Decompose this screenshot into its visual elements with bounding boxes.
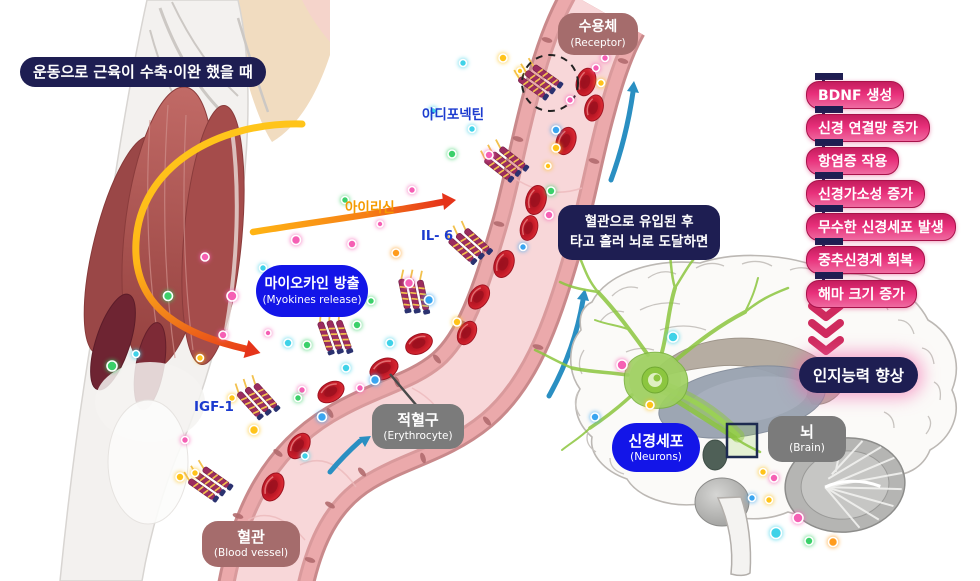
blood-flow-arrowheads	[359, 81, 639, 447]
effect-tick	[815, 106, 843, 113]
effect-tick	[815, 272, 843, 279]
erythrocyte-label-en: (Erythrocyte)	[383, 429, 453, 442]
receptor-label-en: (Receptor)	[570, 36, 626, 49]
blood-vessel-label-en: (Blood vessel)	[213, 547, 289, 560]
myokines-release-label: 마이오카인 방출 (Myokines release)	[256, 265, 368, 317]
neurons-label-ko: 신경세포	[628, 431, 684, 450]
erythrocyte-label: 적혈구 (Erythrocyte)	[372, 404, 464, 449]
myokine-release-arrow	[249, 193, 456, 236]
effect-label: 항염증 작용	[806, 147, 900, 175]
adiponectin-label: 아디포넥틴	[422, 107, 485, 123]
neuron-illustration	[533, 243, 790, 454]
vessel-inflow-label: 혈관으로 유입된 후 타고 흘러 뇌로 도달하면	[558, 205, 721, 260]
il6-label: IL- 6	[421, 229, 454, 244]
erythrocyte-pointer-line	[389, 373, 418, 407]
effect-label: BDNF 생성	[806, 81, 905, 109]
myokines-release-en: (Myokines release)	[262, 293, 362, 306]
myokine-receptors	[179, 54, 579, 504]
blood-flow-arrows	[327, 89, 636, 475]
brain-myokine-dots	[590, 331, 839, 548]
effect-item: BDNF 생성	[806, 73, 905, 109]
effect-label: 신경가소성 증가	[806, 180, 926, 208]
exercise-condition-label: 운동으로 근육이 수축·이완 했을 때	[20, 57, 266, 87]
muscle-group	[83, 86, 245, 525]
effect-tick	[815, 205, 843, 212]
effect-item: 중추신경계 회복	[806, 238, 926, 274]
effect-item: 해마 크기 증가	[806, 272, 918, 308]
effect-tick	[815, 139, 843, 146]
receptor-label: 수용체 (Receptor)	[558, 13, 638, 55]
effect-tick	[815, 238, 843, 245]
neurons-label-en: (Neurons)	[630, 450, 682, 463]
effect-tick	[815, 73, 843, 80]
myokines-release-ko: 마이오카인 방출	[264, 275, 360, 292]
neurons-label: 신경세포 (Neurons)	[612, 423, 700, 472]
irisin-label: 아이리신	[345, 200, 395, 216]
contraction-arrow	[132, 120, 306, 358]
receptor-highlight-circle	[521, 54, 579, 112]
effect-label: 무수한 신경세포 발생	[806, 213, 956, 241]
blood-vessel-label: 혈관 (Blood vessel)	[202, 521, 300, 567]
myokine-dots	[106, 33, 610, 482]
effect-tick	[815, 172, 843, 179]
blood-vessel-label-ko: 혈관	[237, 528, 265, 547]
effect-item: 신경가소성 증가	[806, 172, 926, 208]
effect-label: 해마 크기 증가	[806, 280, 918, 308]
brain-label-ko: 뇌	[800, 423, 814, 442]
vessel-inflow-line1: 혈관으로 유입된 후	[584, 214, 694, 230]
downward-chevrons	[808, 302, 844, 355]
erythrocyte-label-ko: 적혈구	[397, 410, 439, 429]
brain-label-en: (Brain)	[789, 442, 825, 455]
effect-item: 항염증 작용	[806, 139, 900, 175]
effect-label: 중추신경계 회복	[806, 246, 926, 274]
effect-label: 신경 연결망 증가	[806, 114, 930, 142]
igf1-label: IGF-1	[194, 399, 234, 415]
effect-item: 신경 연결망 증가	[806, 106, 930, 142]
effect-item: 무수한 신경세포 발생	[806, 205, 956, 241]
brain-label: 뇌 (Brain)	[768, 416, 846, 462]
cognition-improvement-label: 인지능력 향상	[799, 357, 918, 393]
receptor-label-ko: 수용체	[578, 18, 618, 35]
hippocampus-square	[725, 422, 759, 459]
vessel-inflow-line2: 타고 흘러 뇌로 도달하면	[570, 234, 709, 251]
exercise-condition-text: 운동으로 근육이 수축·이완 했을 때	[33, 63, 253, 81]
